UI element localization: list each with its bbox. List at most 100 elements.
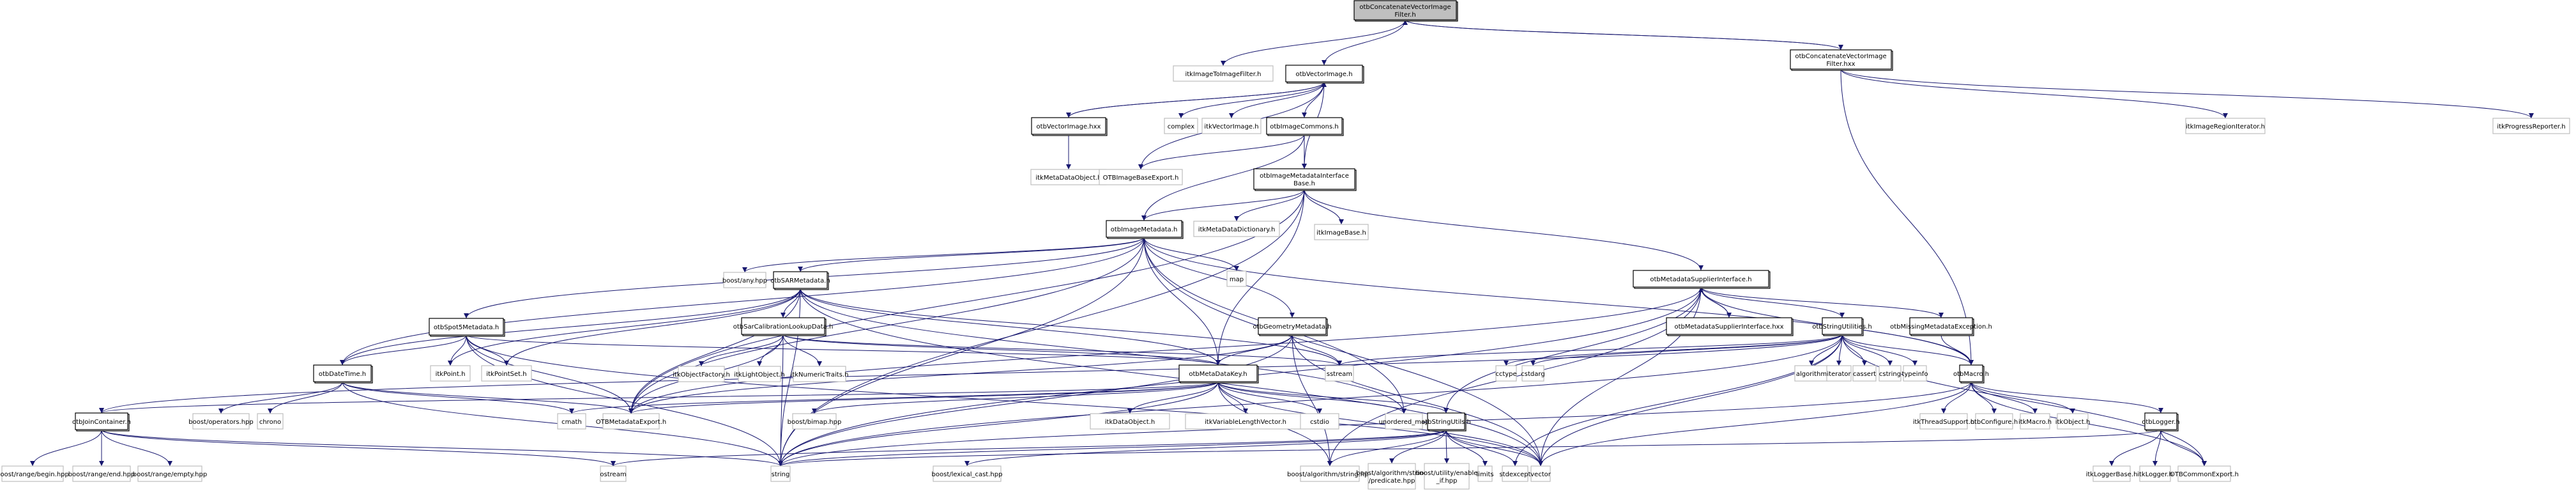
edge-otbDateTime-to-chrono [268, 381, 343, 414]
node-otbSarCalibrationLookupData[interactable]: otbSarCalibrationLookupData.h [733, 317, 834, 336]
node-label: cstdio [1310, 419, 1329, 426]
node-cstdio: cstdio [1300, 413, 1339, 430]
node-vector: vector [1530, 465, 1551, 482]
node-label: otbImageMetadataInterface [1260, 173, 1349, 180]
edge-line [1700, 286, 1944, 318]
node-otbMetadataSupplierInterfaceHxx[interactable]: otbMetadataSupplierInterface.hxx [1666, 317, 1794, 336]
edge-line [699, 334, 784, 367]
edge-otbImageMetadata-to-otbSARMetadata [798, 237, 1145, 272]
edge-line [466, 334, 783, 467]
node-label: itkMetaDataDictionary.h [1198, 226, 1276, 233]
node-box [1477, 465, 1493, 482]
node-label: Filter.hxx [1826, 61, 1855, 68]
edge-line [1970, 381, 2163, 414]
node-otbSpot5Metadata[interactable]: otbSpot5Metadata.h [429, 318, 505, 337]
edge-otbStringUtilities-to-sstream [1337, 334, 1843, 366]
node-label: /predicate.hpp [1369, 478, 1415, 485]
node-box [1193, 221, 1280, 237]
edge-otbStringUtils-to-ostream [611, 429, 1447, 467]
edge-otbLogger-to-itkLoggerBase [2109, 429, 2161, 467]
node-box [1959, 364, 1983, 382]
node-box [1, 465, 64, 482]
node-otbLogger[interactable]: otbLogger.h [2142, 412, 2180, 432]
node-otbDateTime[interactable]: otbDateTime.h [313, 364, 373, 384]
edge-otbSARMetadata-to-otbDateTime [340, 288, 801, 366]
node-box [1530, 465, 1551, 482]
node-otbMetadataSupplierInterface[interactable]: otbMetadataSupplierInterface.h [1633, 270, 1771, 289]
node-label: otbImageMetadata.h [1111, 226, 1178, 233]
node-itkLoggerBase: itkLoggerBase.h [2086, 465, 2137, 482]
edge-otbDateTime-to-boostOperators [218, 381, 343, 414]
edge-otbMetadataSupplierInterface-to-otbMissingMetadataException [1700, 286, 1944, 318]
node-label: boost/algorithm/string [1356, 470, 1427, 477]
node-unordered_map: unordered_map [1379, 413, 1429, 430]
node-itkMacro: itkMacro.h [2018, 413, 2052, 430]
node-box [600, 465, 627, 482]
edge-otbConcatHxx-to-itkProgressReporter [1840, 68, 2534, 119]
node-label: boost/range/end.hpp [68, 471, 135, 478]
edge-otbStringUtilities-to-string [778, 334, 1843, 467]
node-cmath: cmath [557, 413, 586, 430]
edge-otbStringUtilities-to-cstdarg [1530, 334, 1843, 366]
node-box [1285, 65, 1363, 82]
edge-line [340, 288, 801, 366]
edge-otbImageMetadataInterfaceBase-to-itkMetaDataDictionary [1234, 189, 1305, 222]
node-label: otbConcatenateVectorImage [1795, 53, 1886, 60]
edge-line [1504, 334, 1843, 366]
edge-otbMetaDataKey-to-itkDataObject [1127, 381, 1219, 414]
edge-otbStringUtils-to-boostLexicalCast [964, 429, 1447, 467]
edge-otbImageMetadata-to-otbMetaDataKey [1143, 237, 1221, 366]
node-otbJoinContainer[interactable]: otbJoinContainer.h [72, 412, 131, 432]
node-label: otbImageCommons.h [1270, 123, 1338, 130]
edge-otbStringUtilities-to-cctype [1504, 334, 1843, 366]
edge-line [1841, 334, 2207, 467]
edge-line [1216, 189, 1305, 366]
node-otbMetaDataKey[interactable]: otbMetaDataKey.h [1178, 364, 1259, 384]
node-label: otbMacro.h [1953, 371, 1989, 378]
node-label: boost/operators.hpp [188, 419, 254, 426]
node-otbVectorImageHxx[interactable]: otbVectorImage.hxx [1031, 117, 1108, 136]
node-otbMissingMetadataException[interactable]: otbMissingMetadataException.h [1890, 317, 1992, 336]
edge-otbDateTime-to-OTBMetadataExport [342, 381, 634, 414]
node-box [481, 365, 532, 382]
node-otbImageCommons[interactable]: otbImageCommons.h [1266, 117, 1344, 136]
edge-otbSarCalibrationLookupData-to-sstream [782, 334, 1342, 366]
edge-otbMetaDataKey-to-boostBimap [812, 381, 1219, 414]
node-label: Base.h [1293, 180, 1315, 187]
edge-line [218, 381, 343, 414]
node-otbImageMetadata[interactable]: otbImageMetadata.h [1106, 220, 1184, 239]
edge-line [1940, 334, 1974, 366]
node-label: otbSARMetadata.h [770, 277, 830, 284]
node-otbGeometryMetadata[interactable]: otbGeometryMetadata.h [1253, 317, 1332, 336]
node-itkMetaDataObject: itkMetaDataObject.h [1030, 169, 1107, 185]
node-otbSARMetadata[interactable]: otbSARMetadata.h [770, 271, 830, 290]
edge-line [342, 381, 574, 414]
edge-line [1530, 334, 1843, 366]
edge-otbImageMetadataInterfaceBase-to-otbMetaDataKey [1216, 189, 1305, 366]
node-otbStringUtils[interactable]: otbStringUtils.h [1421, 412, 1471, 432]
edge-otbGeometryMetadata-to-string [778, 334, 1293, 467]
node-box [430, 365, 471, 382]
node-label: itkProgressReporter.h [2497, 123, 2565, 130]
node-label: otbConfigure.h [1970, 419, 2018, 426]
node-label: itkPointSet.h [486, 371, 526, 378]
edge-line [782, 334, 1221, 366]
edge-otbMetadataSupplierInterface-to-OTBMetadataExport [629, 286, 1702, 414]
node-otbMacro[interactable]: otbMacro.h [1953, 364, 1989, 384]
edge-otbSpot5Metadata-to-vector [466, 334, 1543, 467]
edge-line [1217, 381, 1449, 414]
node-box [1909, 317, 1973, 335]
edge-line [101, 429, 172, 467]
node-label: boost/range/begin.hpp [0, 471, 69, 478]
edge-line [800, 288, 1543, 467]
node-box [1106, 220, 1182, 238]
node-otbStringUtilities[interactable]: otbStringUtilities.h [1812, 317, 1872, 336]
node-otbVectorImage[interactable]: otbVectorImage.h [1285, 65, 1364, 84]
edge-otbVectorImage-to-itkVectorImage [1229, 81, 1325, 119]
node-itkThreadSupport: itkThreadSupport.h [1913, 413, 1974, 430]
edge-otbSpot5Metadata-to-string [466, 334, 783, 467]
